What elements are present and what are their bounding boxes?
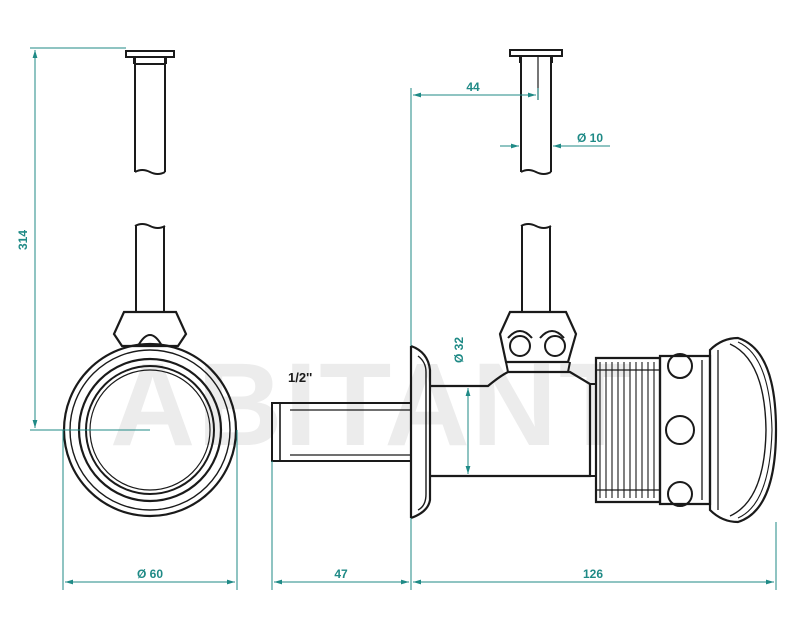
dim-height-label: 314: [16, 230, 30, 250]
dimension-lines: [30, 47, 777, 590]
valve-body: [430, 370, 592, 478]
side-view: [271, 49, 778, 524]
thread-size-label: 1/2'': [288, 370, 312, 385]
front-top-cap: [125, 50, 175, 58]
wall-flange: [410, 344, 432, 520]
side-nut: [498, 310, 578, 364]
dim-body-length-label: 126: [583, 567, 603, 581]
knob-dot-bottom: [667, 481, 693, 507]
dim-thread-length-label: 47: [334, 567, 348, 581]
thread-pipe: [271, 402, 412, 462]
dim-offset-label: 44: [466, 80, 480, 94]
dim-front-diameter-label: Ø 60: [137, 567, 163, 581]
knob-dot-top: [667, 353, 693, 379]
watermark: ABITANT: [110, 339, 633, 471]
knob-dot-middle: [665, 415, 695, 445]
side-top-cap: [509, 49, 563, 57]
front-nut: [112, 310, 188, 348]
dim-rod-diameter-label: Ø 10: [577, 131, 603, 145]
dim-body-diameter-label: Ø 32: [452, 337, 466, 363]
dome-cap: [708, 336, 778, 524]
